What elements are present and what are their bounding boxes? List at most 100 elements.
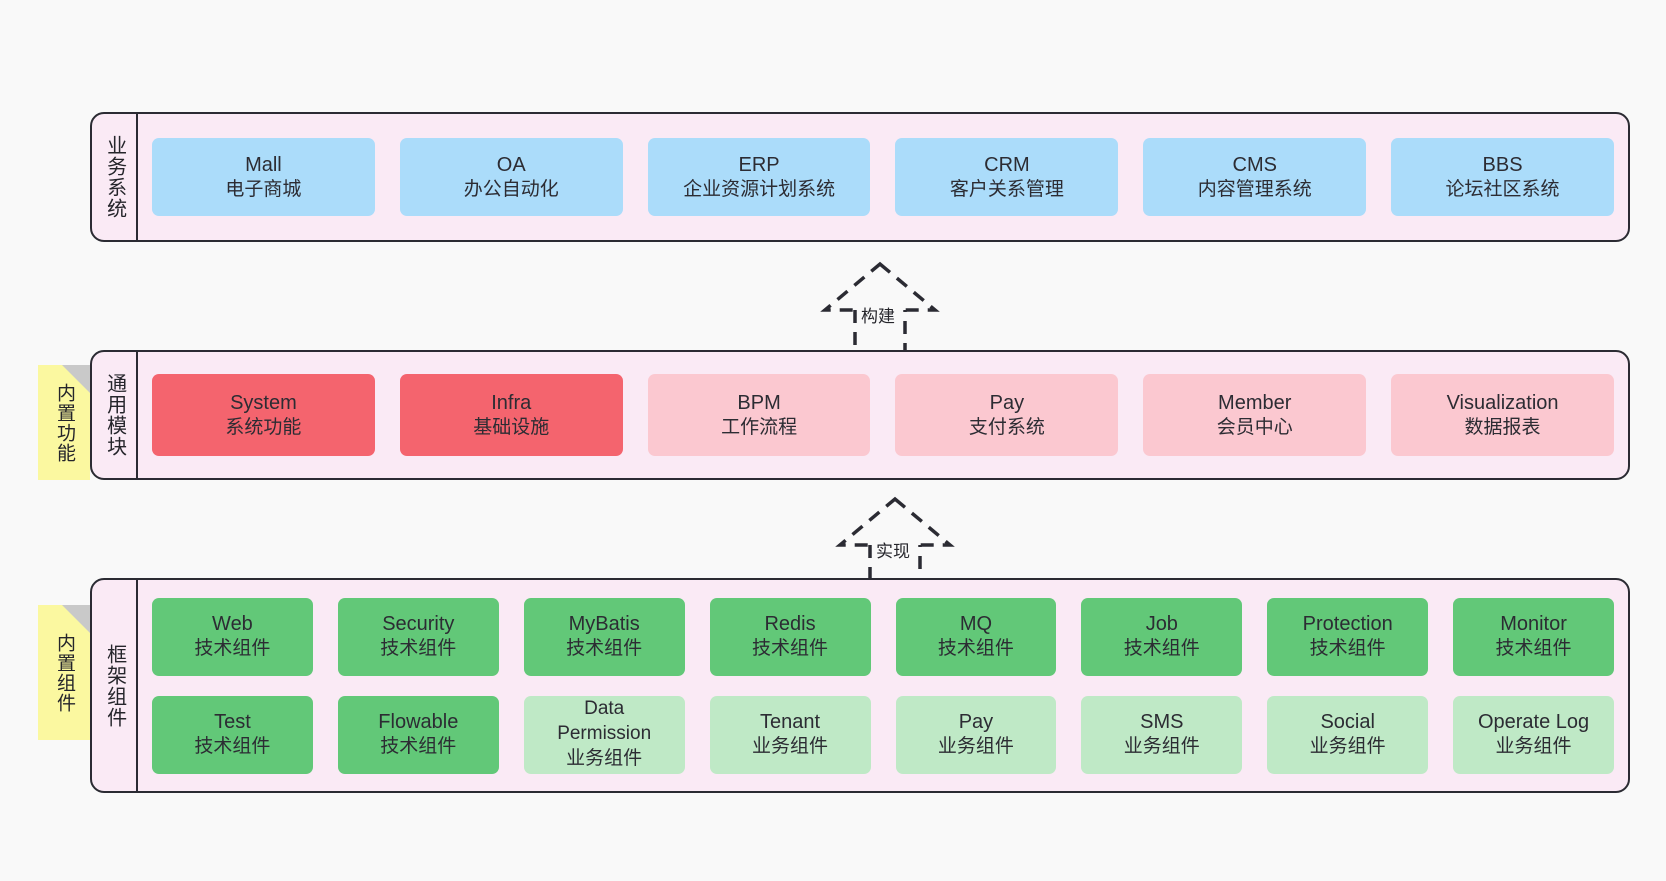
card-member[interactable]: Member 会员中心 xyxy=(1143,374,1367,456)
layer-body-business-system: Mall 电子商城 OA 办公自动化 ERP 企业资源计划系统 CRM 客户关系… xyxy=(138,114,1628,240)
card-mq-name: MQ xyxy=(959,613,993,636)
card-infra-name: Infra xyxy=(491,391,532,414)
card-oa-name: OA xyxy=(496,153,526,176)
card-visualization-name: Visualization xyxy=(1446,391,1559,414)
framework-business-component-row: Test 技术组件 Flowable 技术组件 Data Permission … xyxy=(152,695,1614,774)
card-bpm-desc: 工作流程 xyxy=(721,416,798,438)
card-data-permission-name: Data xyxy=(584,698,625,720)
card-sms[interactable]: SMS 业务组件 xyxy=(1081,695,1243,774)
card-tenant[interactable]: Tenant 业务组件 xyxy=(709,695,871,774)
card-tenant-desc: 业务组件 xyxy=(752,736,829,758)
card-web-desc: 技术组件 xyxy=(194,638,271,660)
note-builtin-component-label: 内置组件 xyxy=(54,632,76,713)
card-social-name: Social xyxy=(1320,711,1375,734)
card-data-permission-name2: Permission xyxy=(557,723,652,745)
card-operate-log[interactable]: Operate Log 业务组件 xyxy=(1453,695,1614,774)
card-monitor-desc: 技术组件 xyxy=(1495,638,1572,660)
card-pay-module[interactable]: Pay 支付系统 xyxy=(895,374,1119,456)
card-test-name: Test xyxy=(214,711,251,734)
card-crm-desc: 客户关系管理 xyxy=(949,178,1064,200)
card-visualization[interactable]: Visualization 数据报表 xyxy=(1391,374,1614,456)
layer-title-framework-component: 框架组件 xyxy=(92,580,138,791)
card-social-desc: 业务组件 xyxy=(1309,736,1386,758)
card-bbs-desc: 论坛社区系统 xyxy=(1445,178,1560,200)
card-cms-desc: 内容管理系统 xyxy=(1197,178,1312,200)
card-bbs[interactable]: BBS 论坛社区系统 xyxy=(1391,138,1614,216)
card-operate-log-desc: 业务组件 xyxy=(1495,736,1572,758)
card-crm[interactable]: CRM 客户关系管理 xyxy=(895,138,1119,216)
card-bpm[interactable]: BPM 工作流程 xyxy=(647,374,871,456)
card-security-desc: 技术组件 xyxy=(380,638,457,660)
framework-tech-component-row: Web 技术组件 Security 技术组件 MyBatis 技术组件 Redi… xyxy=(152,597,1614,676)
card-web[interactable]: Web 技术组件 xyxy=(152,597,313,676)
card-erp-name: ERP xyxy=(738,153,780,176)
card-monitor-name: Monitor xyxy=(1500,613,1567,636)
card-monitor[interactable]: Monitor 技术组件 xyxy=(1453,597,1614,676)
note-builtin-component: 内置组件 xyxy=(38,605,90,740)
layer-business-system: 业务系统 Mall 电子商城 OA 办公自动化 ERP 企业资源计划系统 CRM xyxy=(90,112,1630,242)
card-test[interactable]: Test 技术组件 xyxy=(152,695,313,774)
card-pay-module-desc: 支付系统 xyxy=(968,416,1045,438)
card-redis[interactable]: Redis 技术组件 xyxy=(709,597,871,676)
layer-title-business-system: 业务系统 xyxy=(92,114,138,240)
card-oa[interactable]: OA 办公自动化 xyxy=(399,138,623,216)
card-cms[interactable]: CMS 内容管理系统 xyxy=(1143,138,1367,216)
card-protection-name: Protection xyxy=(1302,613,1393,636)
card-system-name: System xyxy=(230,391,297,414)
card-mq-desc: 技术组件 xyxy=(937,638,1014,660)
card-bbs-name: BBS xyxy=(1482,153,1523,176)
card-operate-log-name: Operate Log xyxy=(1477,711,1590,734)
card-flowable-name: Flowable xyxy=(378,711,459,734)
card-job[interactable]: Job 技术组件 xyxy=(1081,597,1243,676)
layer-body-common-module: System 系统功能 Infra 基础设施 BPM 工作流程 Pay 支付系统… xyxy=(138,352,1628,478)
card-erp[interactable]: ERP 企业资源计划系统 xyxy=(647,138,871,216)
card-pay-component[interactable]: Pay 业务组件 xyxy=(895,695,1057,774)
card-cms-name: CMS xyxy=(1232,153,1277,176)
card-tenant-name: Tenant xyxy=(760,711,821,734)
card-pay-component-name: Pay xyxy=(958,711,994,734)
card-social[interactable]: Social 业务组件 xyxy=(1267,695,1429,774)
card-data-permission-desc: 业务组件 xyxy=(566,747,643,769)
card-bpm-name: BPM xyxy=(737,391,781,414)
card-data-permission[interactable]: Data Permission 业务组件 xyxy=(523,695,685,774)
card-flowable-desc: 技术组件 xyxy=(380,736,457,758)
layer-title-common-module: 通用模块 xyxy=(92,352,138,478)
card-mall-desc: 电子商城 xyxy=(225,178,302,200)
note-builtin-feature-label: 内置功能 xyxy=(54,382,76,463)
card-mall-name: Mall xyxy=(245,153,282,176)
card-redis-name: Redis xyxy=(764,613,816,636)
card-mq[interactable]: MQ 技术组件 xyxy=(895,597,1057,676)
card-protection[interactable]: Protection 技术组件 xyxy=(1267,597,1429,676)
card-member-name: Member xyxy=(1218,391,1292,414)
card-security-name: Security xyxy=(382,613,455,636)
layer-common-module: 通用模块 System 系统功能 Infra 基础设施 BPM 工作流程 Pay xyxy=(90,350,1630,480)
common-module-card-row: System 系统功能 Infra 基础设施 BPM 工作流程 Pay 支付系统… xyxy=(152,374,1614,456)
card-flowable[interactable]: Flowable 技术组件 xyxy=(337,695,499,774)
card-sms-name: SMS xyxy=(1140,711,1184,734)
card-mybatis-desc: 技术组件 xyxy=(566,638,643,660)
card-pay-component-desc: 业务组件 xyxy=(937,736,1014,758)
card-mall[interactable]: Mall 电子商城 xyxy=(152,138,375,216)
arrow-implement: 实现 xyxy=(815,496,975,589)
layer-framework-component: 框架组件 Web 技术组件 Security 技术组件 MyBatis 技术组件… xyxy=(90,578,1630,793)
card-visualization-desc: 数据报表 xyxy=(1464,416,1541,438)
arrow-build-label: 构建 xyxy=(858,302,898,327)
card-security[interactable]: Security 技术组件 xyxy=(337,597,499,676)
card-oa-desc: 办公自动化 xyxy=(463,178,559,200)
card-infra[interactable]: Infra 基础设施 xyxy=(399,374,623,456)
card-system[interactable]: System 系统功能 xyxy=(152,374,375,456)
note-builtin-feature: 内置功能 xyxy=(38,365,90,480)
card-system-desc: 系统功能 xyxy=(225,416,302,438)
arrow-implement-label: 实现 xyxy=(873,537,913,562)
card-mybatis[interactable]: MyBatis 技术组件 xyxy=(523,597,685,676)
card-redis-desc: 技术组件 xyxy=(752,638,829,660)
card-job-name: Job xyxy=(1145,613,1178,636)
card-member-desc: 会员中心 xyxy=(1216,416,1293,438)
card-pay-module-name: Pay xyxy=(989,391,1025,414)
card-web-name: Web xyxy=(212,613,253,636)
note-fold-corner-icon xyxy=(62,605,90,633)
card-test-desc: 技术组件 xyxy=(194,736,271,758)
card-crm-name: CRM xyxy=(984,153,1030,176)
card-erp-desc: 企业资源计划系统 xyxy=(683,178,836,200)
